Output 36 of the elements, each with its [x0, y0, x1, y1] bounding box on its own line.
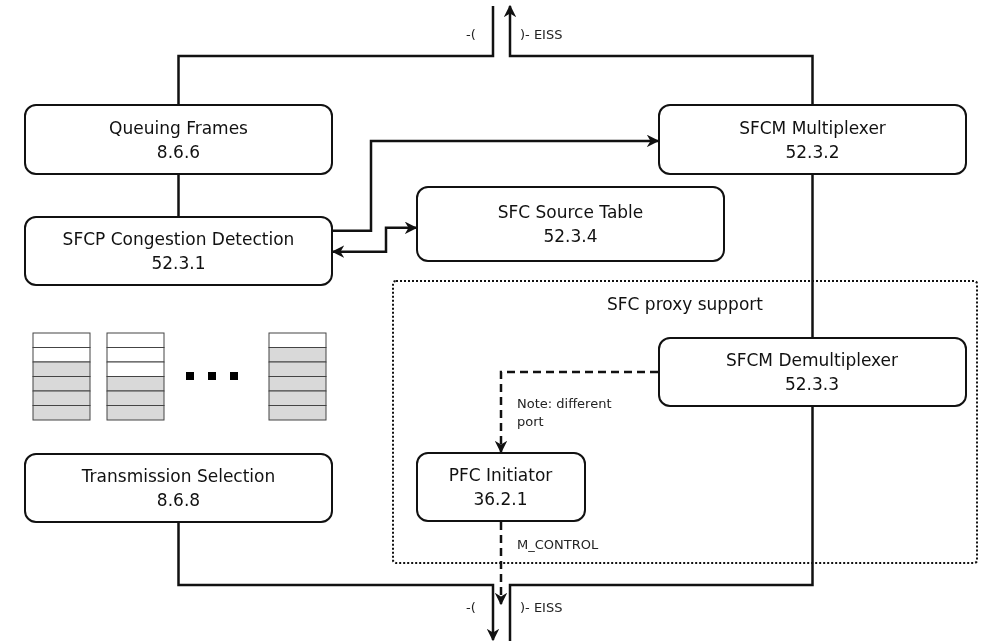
arrow: [494, 520, 508, 606]
clause-number: 8.6.6: [156, 140, 201, 164]
box-title: SFCM Multiplexer: [739, 116, 886, 140]
box-title: SFC Source Table: [497, 201, 644, 224]
box-title: Queuing Frames: [109, 116, 248, 140]
clause-number: 52.3.1: [151, 252, 206, 275]
box-title: Transmission Selection: [81, 465, 276, 488]
arrow: [177, 523, 500, 641]
process-box: [657, 336, 967, 407]
box-title: PFC Initiator: [448, 463, 553, 487]
interface-label: -(: [466, 27, 476, 42]
arrow: [503, 4, 814, 104]
connector-line: [811, 173, 814, 337]
process-box: [24, 216, 333, 286]
interface-label: )- EISS: [520, 27, 563, 42]
connector-line: [508, 407, 814, 641]
clause-number: 52.3.4: [543, 225, 598, 248]
clause-number: 8.6.8: [156, 489, 201, 512]
box-title: SFCM Demultiplexer: [725, 348, 899, 372]
clause-number: 36.2.1: [473, 487, 528, 511]
double-arrow: [331, 221, 418, 258]
process-box: [415, 451, 586, 522]
clause-number: 52.3.2: [785, 140, 840, 164]
arrow: [494, 370, 658, 454]
process-box: [416, 186, 725, 262]
process-box: [658, 104, 967, 175]
clause-number: 52.3.3: [784, 372, 840, 396]
process-box: [24, 104, 333, 175]
group-title: SFC proxy support: [607, 294, 763, 314]
process-box: [24, 453, 333, 523]
interface-label: )- EISS: [520, 600, 563, 615]
box-title: SFCP Congestion Detection: [62, 228, 295, 251]
connector-line: [177, 6, 495, 104]
connector-line: [177, 173, 180, 216]
arrow: [333, 134, 660, 232]
interface-label: -(: [466, 600, 476, 615]
